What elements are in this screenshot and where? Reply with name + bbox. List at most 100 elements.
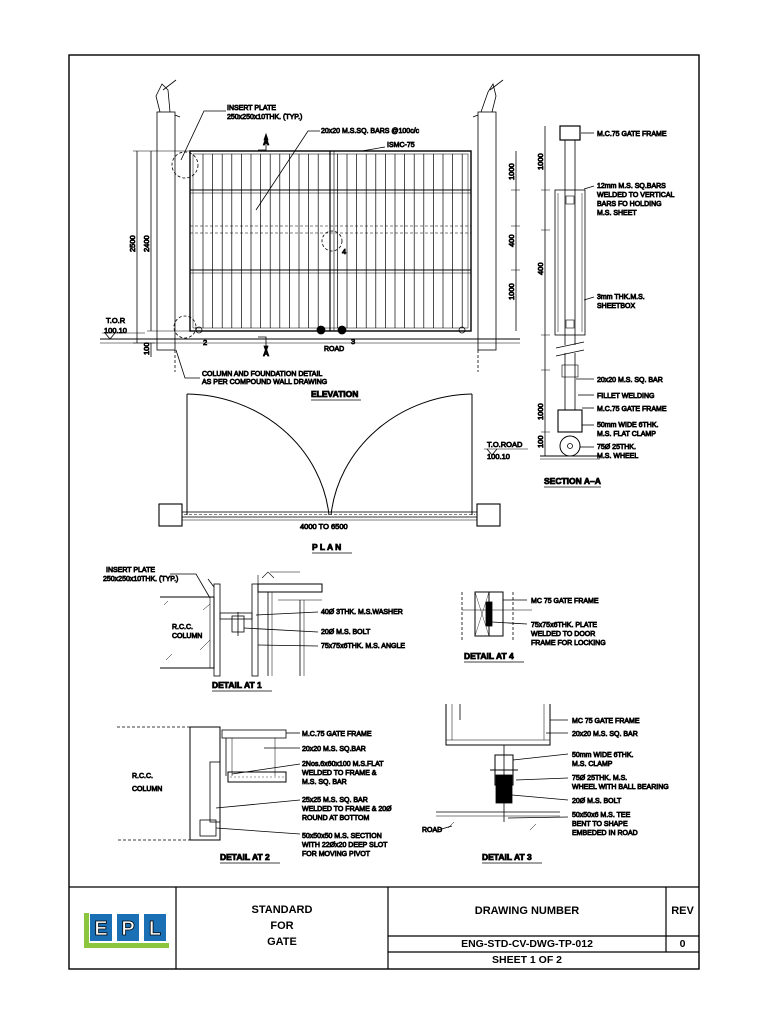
elevation-tor-level: 100.10 (104, 326, 127, 335)
detail4-title: DETAIL AT 4 (464, 651, 514, 661)
section-note: 20x20 M.S. SQ. BAR (597, 377, 663, 384)
elevation-column-note-2: AS PER COMPOUND WALL DRAWING (202, 379, 327, 386)
detail2-note: M.S. SQ. BAR (302, 779, 347, 786)
logo-letter: E (94, 918, 107, 940)
rev-value: 0 (679, 938, 686, 950)
section-dim-1000-top: 1000 (536, 153, 545, 170)
section-note: BARS FO HOLDING (597, 201, 662, 208)
elevation-view (100, 79, 520, 379)
rev-label: REV (671, 905, 694, 917)
logo-letter: L (149, 918, 161, 940)
section-dim-400: 400 (536, 262, 545, 275)
section-note: FILLET WELDING (597, 393, 654, 400)
elevation-dim-1000-b: 1000 (507, 283, 516, 300)
detail3-note: WHEEL WITH BALL BEARING (572, 784, 669, 791)
detail1-note: 75x75x6THK. M.S. ANGLE (321, 643, 405, 650)
detail3-note: 20x20 M.S. SQ. BAR (572, 731, 638, 738)
detail4-note: MC 75 GATE FRAME (531, 598, 599, 605)
elevation-bars-note: 20x20 M.S.SQ. BARS @100c/c (321, 128, 420, 135)
elevation-dim-2500: 2500 (128, 235, 137, 252)
detail2-note: WELDED TO FRAME & 20Ø (302, 806, 392, 813)
elevation-dim-100: 100 (142, 342, 151, 355)
plan-view (158, 393, 501, 527)
elevation-column-note-1: COLUMN AND FOUNDATION DETAIL (202, 371, 322, 378)
detail1-insert-plate-1: INSERT PLATE (106, 567, 155, 574)
section-note: SHEETBOX (597, 303, 635, 310)
detail3-note: 50mm WIDE 6THK. (572, 752, 634, 759)
detail1-insert-plate-2: 250x250x10THK. (TYP.) (103, 576, 178, 583)
detail-1-view (160, 571, 323, 677)
section-note: M.S. SHEET (597, 210, 637, 217)
detail3-road: ROAD (422, 827, 442, 834)
detail2-note: 20x20 M.S. SQ.BAR (302, 746, 366, 753)
logo-letter: P (121, 918, 134, 940)
section-dim-100: 100 (536, 435, 545, 448)
detail2-note: FOR MOVING PIVOT (302, 851, 371, 858)
detail4-note: WELDED TO DOOR (531, 631, 595, 638)
section-tor-level: 100.10 (487, 452, 510, 461)
drawing-title-line: FOR (270, 920, 294, 932)
section-notes: M.C.75 GATE FRAME 12mm M.S. SQ.BARS WELD… (597, 131, 675, 461)
detail3-note: MC 75 GATE FRAME (572, 718, 640, 725)
detail2-note: 2Nos.6x60x100 M.S.FLAT (302, 761, 384, 768)
elevation-ismc-note: ISMC-75 (387, 142, 415, 149)
detail-3-view (436, 704, 569, 831)
sheet-border (68, 54, 700, 970)
title-block (69, 886, 699, 969)
detail3-note: 20Ø M.S. BOLT (572, 798, 622, 805)
elevation-title: ELEVATION (311, 389, 358, 399)
drawing-title: STANDARD FOR GATE (176, 902, 388, 950)
detail3-note: M.S. CLAMP (572, 761, 613, 768)
elevation-callout-3: 3 (351, 337, 355, 346)
detail3-title: DETAIL AT 3 (482, 852, 532, 862)
epl-logo (84, 913, 169, 948)
detail2-note: WELDED TO FRAME & (302, 770, 377, 777)
elevation-insert-plate-1: INSERT PLATE (227, 105, 276, 112)
detail-2-view (117, 726, 301, 841)
detail2-column-2: COLUMN (132, 786, 162, 793)
elevation-callout-4: 4 (342, 247, 346, 256)
detail2-column-1: R.C.C. (132, 773, 153, 780)
detail-4-view (461, 591, 532, 640)
detail2-notes: M.C.75 GATE FRAME 20x20 M.S. SQ.BAR 2Nos… (302, 731, 393, 859)
elevation-road-label: ROAD (324, 346, 344, 353)
detail2-note: 25x25 M.S. SQ. BAR (302, 797, 368, 804)
section-note: 75Ø 25THK. (597, 444, 636, 451)
section-note: WELDED TO VERTICAL (597, 192, 675, 199)
elevation-insert-plate-2: 250x250x10THK. (TYP.) (227, 114, 302, 121)
elevation-section-mark-bottom: A (263, 348, 269, 358)
detail2-note: WITH 22Øx20 DEEP SLOT (302, 842, 388, 849)
detail1-title: DETAIL AT 1 (212, 680, 262, 690)
section-tor-label: T.O.ROAD (487, 440, 523, 449)
elevation-dim-400: 400 (507, 234, 516, 247)
section-title: SECTION A–A (544, 476, 601, 486)
detail4-note: 75x75x6THK. PLATE (531, 622, 597, 629)
elevation-tor-label: T.O.R (106, 316, 126, 325)
detail1-column-2: COLUMN (172, 633, 202, 640)
section-note: 50mm WIDE 6THK. (597, 422, 659, 429)
detail3-note: 50x50x6 M.S. TEE (572, 812, 631, 819)
detail1-column-1: R.C.C. (172, 624, 193, 631)
detail4-notes: MC 75 GATE FRAME 75x75x6THK. PLATE WELDE… (531, 598, 606, 648)
elevation-vertical-bars (202, 154, 463, 328)
section-note: M.S. FLAT CLAMP (597, 431, 656, 438)
detail3-note: BENT TO SHAPE (572, 821, 628, 828)
detail1-note: 20Ø M.S. BOLT (321, 629, 371, 636)
detail3-note: 75Ø 25THK. M.S. (572, 775, 627, 782)
elevation-section-mark-top: A (263, 137, 269, 147)
detail3-note: EMBEDED IN ROAD (572, 830, 638, 837)
section-note: M.S. WHEEL (597, 453, 638, 460)
section-note: 3mm THK.M.S. (597, 294, 645, 301)
elevation-dim-1000-a: 1000 (507, 163, 516, 180)
section-dim-1000-bottom: 1000 (536, 403, 545, 420)
elevation-dim-2400: 2400 (142, 235, 151, 252)
detail2-title: DETAIL AT 2 (220, 852, 270, 862)
plan-dimension: 4000 TO 6500 (300, 522, 348, 531)
drawing-title-line: GATE (267, 936, 297, 948)
detail4-note: FRAME FOR LOCKING (531, 640, 606, 647)
section-note: M.C.75 GATE FRAME (597, 131, 667, 138)
section-note: 12mm M.S. SQ.BARS (597, 183, 666, 190)
sheet-number: SHEET 1 OF 2 (491, 954, 563, 966)
section-note: M.C.75 GATE FRAME (597, 406, 667, 413)
detail1-note: 40Ø 3THK. M.S.WASHER (321, 609, 403, 616)
